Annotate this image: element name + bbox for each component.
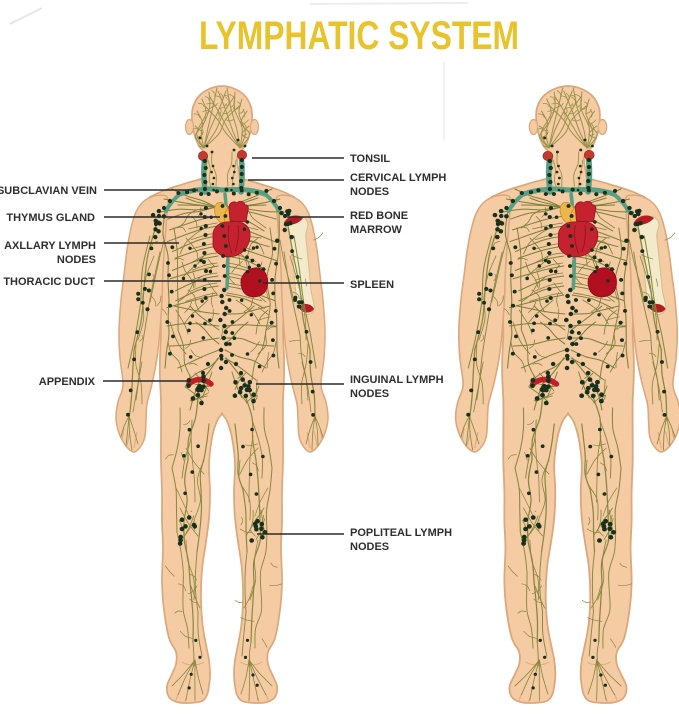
svg-text:LYMPHATIC SYSTEM: LYMPHATIC SYSTEM — [199, 14, 519, 58]
svg-text:TONSIL: TONSIL — [350, 153, 390, 165]
svg-text:SPLEEN: SPLEEN — [350, 279, 394, 291]
svg-text:INGUINAL LYMPH: INGUINAL LYMPH — [350, 374, 444, 386]
svg-text:MARROW: MARROW — [350, 224, 403, 236]
svg-text:THORACIC DUCT: THORACIC DUCT — [3, 276, 95, 288]
svg-text:APPENDIX: APPENDIX — [39, 376, 96, 388]
svg-text:NODES: NODES — [350, 186, 389, 198]
svg-text:POPLITEAL LYMPH: POPLITEAL LYMPH — [350, 527, 452, 539]
svg-text:NODES: NODES — [350, 541, 389, 553]
svg-text:CERVICAL LYMPH: CERVICAL LYMPH — [350, 172, 446, 184]
svg-text:NODES: NODES — [57, 254, 96, 266]
svg-text:AXLLARY LYMPH: AXLLARY LYMPH — [4, 240, 96, 252]
svg-text:NODES: NODES — [350, 388, 389, 400]
svg-text:RED BONE: RED BONE — [350, 210, 408, 222]
svg-text:THYMUS GLAND: THYMUS GLAND — [6, 212, 95, 224]
svg-text:SUBCLAVIAN VEIN: SUBCLAVIAN VEIN — [0, 185, 97, 197]
